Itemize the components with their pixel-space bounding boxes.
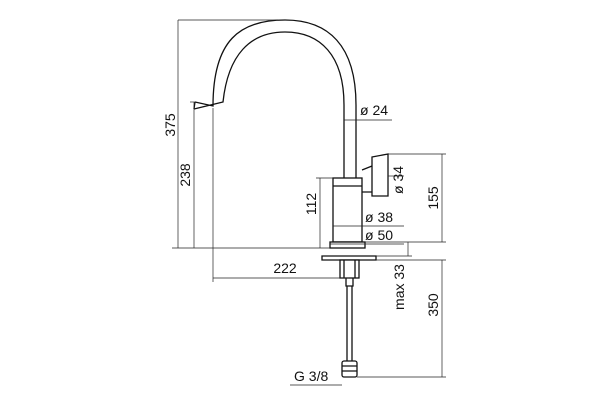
spout-height-label: 238 <box>177 163 193 187</box>
max-counter-thickness-label: max 33 <box>391 264 407 310</box>
body-diameter-label: ø 38 <box>365 209 393 225</box>
thread-label: G 3/8 <box>294 368 328 384</box>
dimension-labels: 375 238 112 ø 24 ø 34 ø 38 ø 50 155 222 … <box>162 102 441 384</box>
valve-body <box>332 177 363 243</box>
dimension-lines <box>172 19 446 386</box>
reach-label: 222 <box>273 260 297 276</box>
faucet-outline <box>193 19 389 378</box>
lever-handle <box>371 153 389 197</box>
base-diameter-label: ø 50 <box>365 227 393 243</box>
base-ring <box>329 241 366 249</box>
pipe-diameter-label: ø 24 <box>360 102 388 118</box>
mounting-nut-detail <box>343 260 356 287</box>
mounting-nut <box>339 259 360 279</box>
lever-height-label: 155 <box>425 186 441 210</box>
hose-fitting <box>341 360 358 378</box>
spout-inner-wall <box>193 31 345 178</box>
body-height-label: 112 <box>303 193 319 216</box>
overall-height-label: 375 <box>162 113 178 137</box>
lever-stem <box>361 165 373 193</box>
lever-diameter-label: ø 34 <box>390 166 406 194</box>
hose-fitting-thread <box>342 365 357 372</box>
spout-outer-wall <box>194 19 357 178</box>
hose-length-label: 350 <box>425 293 441 317</box>
